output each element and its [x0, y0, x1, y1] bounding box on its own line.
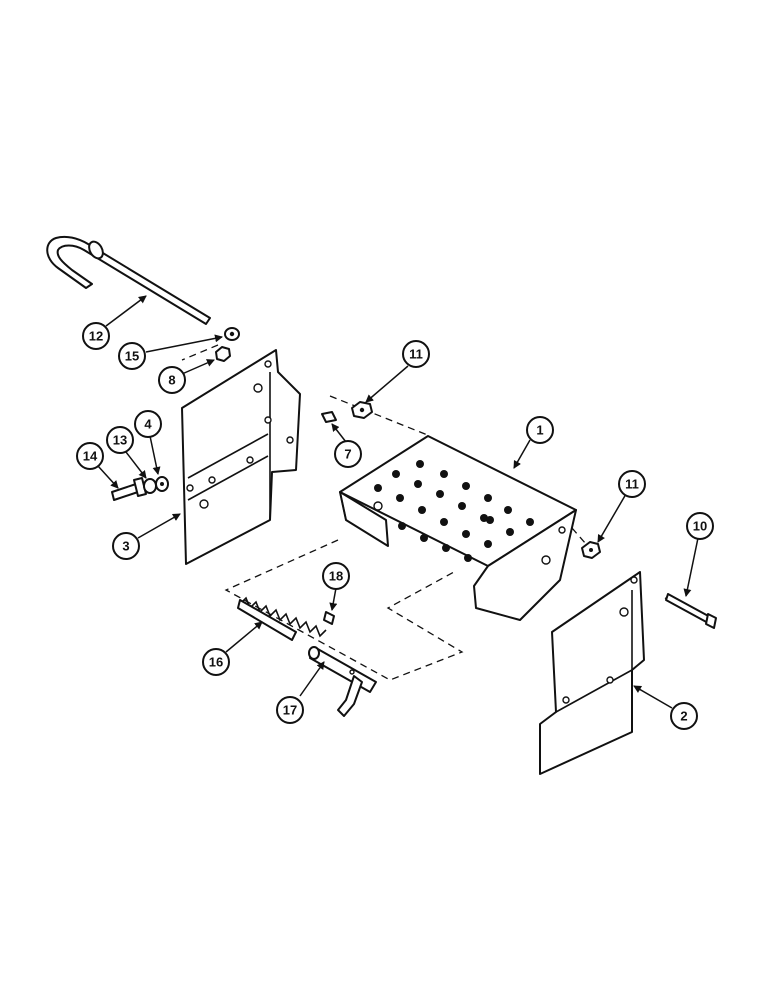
dashed-line-rod: [181, 344, 219, 361]
roll-pin-part-18: [323, 611, 335, 625]
pin-part-10: [665, 593, 717, 629]
leader-13: [125, 451, 147, 479]
leader-7: [331, 423, 347, 443]
svg-text:10: 10: [693, 519, 707, 534]
bracket-plate-part-2: [539, 571, 645, 775]
leader-10: [683, 537, 699, 597]
callout-11-top: 11: [402, 340, 430, 368]
leader-15: [145, 334, 223, 353]
svg-text:12: 12: [89, 329, 103, 344]
leader-3: [137, 513, 181, 539]
leader-14: [97, 465, 119, 489]
leader-17: [299, 661, 325, 697]
svg-text:17: 17: [283, 703, 297, 718]
washer-part-15: [224, 327, 240, 341]
svg-text:11: 11: [409, 347, 423, 362]
lock-washer-part-13: [143, 478, 157, 494]
svg-text:14: 14: [83, 449, 98, 464]
svg-text:8: 8: [168, 373, 175, 388]
dashed-line-nut-top: [329, 395, 431, 437]
callout-12: 12: [82, 322, 110, 350]
callout-8: 8: [158, 366, 186, 394]
callout-2: 2: [670, 702, 698, 730]
callout-1: 1: [526, 416, 554, 444]
leader-11-top: [365, 365, 409, 403]
callout-3: 3: [112, 532, 140, 560]
step-platform-part-1: [339, 435, 577, 621]
svg-text:11: 11: [625, 477, 639, 492]
perforation-holes: [374, 460, 534, 562]
callout-18: 18: [322, 562, 350, 590]
leader-2: [633, 685, 673, 709]
svg-text:7: 7: [344, 447, 351, 462]
dashed-line-spring-route: [224, 539, 464, 681]
leader-18: [329, 587, 338, 611]
latch-handle-part-17: [308, 646, 377, 717]
callout-4: 4: [134, 410, 162, 438]
svg-text:18: 18: [329, 569, 343, 584]
leader-1: [513, 439, 531, 469]
svg-text:2: 2: [680, 709, 687, 724]
leader-8: [181, 359, 215, 375]
callout-14: 14: [76, 442, 104, 470]
callout-13: 13: [106, 426, 134, 454]
washer-part-4: [155, 476, 169, 492]
leader-4: [149, 435, 161, 475]
rod-part-12: [46, 235, 211, 325]
svg-text:16: 16: [209, 655, 223, 670]
callout-10: 10: [686, 512, 714, 540]
leader-12: [105, 295, 147, 327]
spring-part-16: [237, 596, 327, 641]
svg-text:1: 1: [536, 423, 543, 438]
nut-part-11-right: [581, 541, 601, 559]
dashed-line-nut-right: [571, 527, 587, 545]
callout-17: 17: [276, 696, 304, 724]
leader-lines: [97, 295, 699, 709]
leader-11-right: [597, 493, 627, 543]
leader-16: [225, 621, 263, 653]
callout-16: 16: [202, 648, 230, 676]
screw-part-7: [321, 411, 337, 423]
svg-text:15: 15: [125, 349, 139, 364]
svg-text:4: 4: [144, 417, 152, 432]
callout-11-right: 11: [618, 470, 646, 498]
svg-text:3: 3: [122, 539, 129, 554]
callouts: 1 2 3 4 7 8 10 11 11 12 13 14 15 16 17 1…: [76, 322, 714, 730]
nut-part-11-top: [351, 401, 373, 419]
callout-7: 7: [334, 440, 362, 468]
bolt-part-14: [111, 477, 147, 501]
nut-part-8: [215, 346, 231, 362]
svg-text:13: 13: [113, 433, 127, 448]
callout-15: 15: [118, 342, 146, 370]
bracket-plate-part-3: [181, 349, 301, 565]
